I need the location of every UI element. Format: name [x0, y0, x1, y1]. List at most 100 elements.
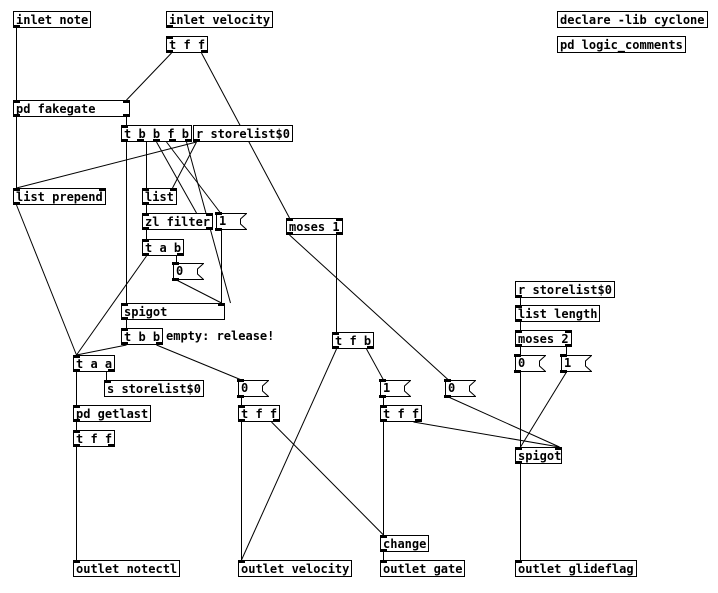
inlet-port[interactable] [237, 379, 244, 382]
message-box-0[interactable]: 0 [514, 354, 546, 373]
inlet-port[interactable] [565, 330, 572, 333]
outlet-port[interactable] [515, 461, 522, 464]
outlet-port[interactable] [237, 395, 244, 398]
outlet-port[interactable] [123, 114, 130, 117]
inlet-port[interactable] [380, 535, 387, 538]
trigger-f-f-object[interactable]: t f f [73, 430, 116, 447]
list-object[interactable]: list [142, 188, 177, 205]
outlet-port[interactable] [121, 342, 128, 345]
outlet-port[interactable] [367, 346, 374, 349]
inlet-port[interactable] [380, 405, 387, 408]
patch-cord[interactable] [166, 141, 221, 214]
inlet-port[interactable] [336, 218, 343, 221]
inlet-port[interactable] [515, 560, 522, 563]
patch-cord[interactable] [76, 344, 127, 356]
outlet-notectl-object[interactable]: outlet notectl [73, 560, 181, 577]
patch-cord[interactable] [156, 344, 242, 381]
message-box-0[interactable]: 0 [172, 262, 204, 281]
outlet-port[interactable] [336, 232, 343, 235]
outlet-port[interactable] [177, 253, 184, 256]
inlet-port[interactable] [13, 100, 20, 103]
moses-1-object[interactable]: moses 1 [286, 218, 343, 235]
outlet-port[interactable] [73, 419, 80, 422]
change-object[interactable]: change [380, 535, 430, 552]
send-storelist-object[interactable]: s storelist$0 [104, 380, 204, 397]
inlet-velocity-object[interactable]: inlet velocity [166, 11, 274, 28]
trigger-f-f-top-object[interactable]: t f f [166, 36, 209, 53]
inlet-port[interactable] [379, 379, 386, 382]
patch-cord[interactable] [156, 141, 197, 214]
inlet-port[interactable] [121, 303, 128, 306]
pd-getlast-subpatch[interactable]: pd getlast [73, 405, 152, 422]
outlet-port[interactable] [515, 295, 522, 298]
pd-logic-comments-subpatch[interactable]: pd logic_comments [557, 36, 686, 53]
list-length-object[interactable]: list length [515, 305, 601, 322]
inlet-port[interactable] [332, 332, 339, 335]
outlet-port[interactable] [166, 25, 173, 28]
outlet-gate-object[interactable]: outlet gate [380, 560, 466, 577]
outlet-port[interactable] [515, 319, 522, 322]
receive-storelist-object[interactable]: r storelist$0 [193, 125, 293, 142]
patch-cord[interactable] [366, 348, 384, 381]
outlet-port[interactable] [142, 227, 149, 230]
outlet-port[interactable] [108, 444, 115, 447]
inlet-port[interactable] [142, 239, 149, 242]
moses-2-object[interactable]: moses 2 [515, 330, 572, 347]
inlet-port[interactable] [206, 213, 213, 216]
inlet-port[interactable] [560, 354, 567, 357]
inlet-port[interactable] [166, 36, 173, 39]
outlet-port[interactable] [153, 139, 160, 142]
patch-cord[interactable] [16, 141, 197, 189]
inlet-port[interactable] [515, 330, 522, 333]
message-box-0[interactable]: 0 [237, 379, 269, 398]
outlet-port[interactable] [286, 232, 293, 235]
outlet-port[interactable] [215, 228, 222, 231]
inlet-port[interactable] [13, 188, 20, 191]
inlet-port[interactable] [73, 560, 80, 563]
inlet-port[interactable] [514, 354, 521, 357]
inlet-port[interactable] [555, 447, 562, 450]
inlet-note-object[interactable]: inlet note [13, 11, 92, 28]
outlet-port[interactable] [13, 25, 20, 28]
declare-lib-object[interactable]: declare -lib cyclone [557, 11, 708, 28]
patch-cord[interactable] [16, 204, 77, 356]
message-box-1[interactable]: 1 [560, 354, 592, 373]
outlet-port[interactable] [206, 227, 213, 230]
outlet-port[interactable] [380, 549, 387, 552]
trigger-f-f-object[interactable]: t f f [380, 405, 423, 422]
receive-storelist-object[interactable]: r storelist$0 [515, 281, 615, 298]
inlet-port[interactable] [172, 262, 179, 265]
trigger-b-b-object[interactable]: t b b [121, 328, 164, 345]
inlet-port[interactable] [170, 188, 177, 191]
outlet-port[interactable] [193, 139, 200, 142]
inlet-port[interactable] [104, 380, 111, 383]
outlet-port[interactable] [137, 139, 144, 142]
trigger-f-b-object[interactable]: t f b [332, 332, 375, 349]
outlet-port[interactable] [514, 370, 521, 373]
spigot-object[interactable]: spigot [515, 447, 562, 464]
outlet-port[interactable] [156, 342, 163, 345]
inlet-port[interactable] [238, 405, 245, 408]
patch-cord[interactable] [271, 421, 384, 536]
patch-cord[interactable] [172, 141, 197, 189]
message-box-1[interactable]: 1 [215, 212, 247, 231]
trigger-a-a-object[interactable]: t a a [73, 355, 116, 372]
spigot-object[interactable]: spigot [121, 303, 225, 320]
outlet-port[interactable] [121, 317, 128, 320]
outlet-port[interactable] [332, 346, 339, 349]
outlet-port[interactable] [13, 202, 20, 205]
inlet-port[interactable] [444, 379, 451, 382]
patch-cord[interactable] [520, 371, 567, 448]
inlet-port[interactable] [142, 213, 149, 216]
inlet-port[interactable] [515, 305, 522, 308]
inlet-port[interactable] [238, 560, 245, 563]
outlet-port[interactable] [142, 202, 149, 205]
inlet-port[interactable] [121, 328, 128, 331]
outlet-port[interactable] [379, 395, 386, 398]
inlet-port[interactable] [142, 188, 149, 191]
message-box-1[interactable]: 1 [379, 379, 411, 398]
inlet-port[interactable] [73, 355, 80, 358]
message-box-0[interactable]: 0 [444, 379, 476, 398]
trigger-b-b-f-b-object[interactable]: t b b f b [121, 125, 193, 142]
outlet-port[interactable] [73, 369, 80, 372]
